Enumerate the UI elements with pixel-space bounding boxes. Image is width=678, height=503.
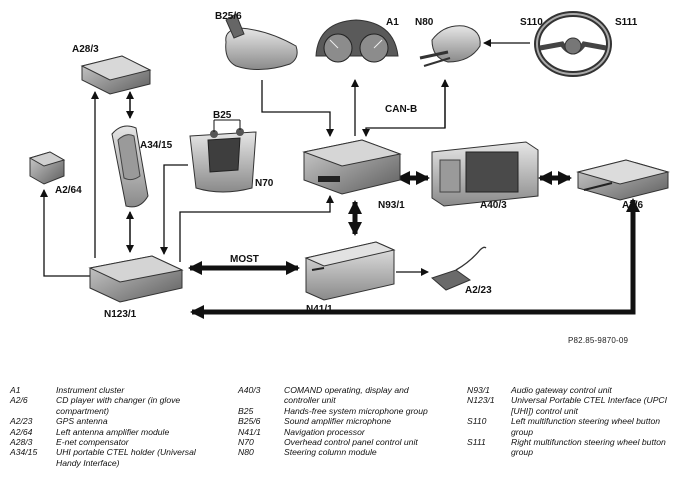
wiring-diagram: B25/6 A1 N80 S110 S111 A28/3 CAN-B B25 A…: [28, 11, 670, 320]
legend-column-2: A40/3 COMAND operating, display and contr…: [238, 385, 434, 458]
component-a2-64: [28, 151, 66, 185]
legend-code: N93/1: [467, 385, 490, 395]
legend-entry: N123/1 Universal Portable CTEL Interface …: [467, 395, 669, 416]
component-a40-3: [431, 141, 539, 207]
label-a34-15: A34/15: [140, 140, 173, 151]
legend-code: A28/3: [10, 437, 33, 448]
legend-entry: A2/23 GPS antenna: [10, 416, 204, 426]
legend-code: N80: [238, 447, 254, 458]
legend-code: A2/64: [10, 426, 33, 437]
legend-entry: A40/3 COMAND operating, display and contr…: [238, 385, 434, 406]
link-n70-n123-1: [160, 164, 188, 255]
legend-entry: N80 Steering column module: [238, 447, 434, 457]
legend-description: Navigation processor: [284, 426, 365, 437]
label-a40-3: A40/3: [480, 200, 507, 211]
legend-code: A2/6: [10, 395, 28, 406]
component-b25-6: [225, 13, 298, 70]
legend-description: Right multifunction steering wheel butto…: [511, 437, 666, 458]
label-a28-3: A28/3: [72, 44, 99, 55]
connection-lines: [40, 39, 530, 277]
legend-entry: S110 Left multifunction steering wheel bu…: [467, 416, 669, 437]
legend-description: Universal Portable CTEL Interface (UPCI …: [511, 395, 668, 416]
legend-code: B25: [238, 405, 254, 416]
label-s110: S110: [520, 17, 543, 28]
component-n93-1: [302, 139, 402, 195]
legend-code: A40/3: [238, 385, 261, 395]
legend-entry: S111 Right multifunction steering wheel b…: [467, 437, 669, 458]
legend-entry: A34/15 UHI portable CTEL holder (Universa…: [10, 447, 204, 468]
label-can-b: CAN-B: [385, 104, 417, 115]
component-n80: [419, 25, 481, 67]
link-n123-1-n93-1: [179, 195, 334, 262]
component-a2-23: [431, 246, 487, 291]
label-n70: N70: [255, 178, 274, 189]
legend-description: GPS antenna: [56, 416, 108, 427]
legend-entry: N93/1 Audio gateway control unit: [467, 385, 669, 395]
label-a2-23: A2/23: [465, 285, 492, 296]
legend-entry: A2/64 Left antenna amplifier module: [10, 427, 204, 437]
legend-entry: A28/3 E-net compensator: [10, 437, 204, 447]
label-a2-64: A2/64: [55, 185, 82, 196]
legend-entry: N41/1 Navigation processor: [238, 427, 434, 437]
legend-description: COMAND operating, display and controller…: [284, 385, 409, 406]
legend-code: B25/6: [238, 416, 261, 427]
legend-entry: B25 Hands-free system microphone group: [238, 406, 434, 416]
legend-description: Instrument cluster: [56, 385, 125, 395]
label-b25: B25: [213, 110, 232, 121]
legend-entry: A1 Instrument cluster: [10, 385, 204, 395]
legend-description: Audio gateway control unit: [511, 385, 612, 395]
component-steering-wheel: [534, 11, 612, 77]
legend-description: Hands-free system microphone group: [284, 405, 428, 416]
label-n41-1: N41/1: [306, 304, 333, 315]
label-n80: N80: [415, 17, 434, 28]
legend-code: N123/1: [467, 395, 495, 406]
legend-entry: A2/6 CD player with changer (in glove com…: [10, 395, 204, 416]
legend-description: CD player with changer (in glove compart…: [56, 395, 181, 416]
component-n41-1: [304, 241, 396, 301]
legend-description: Overhead control panel control unit: [284, 437, 418, 448]
legend-description: UHI portable CTEL holder (Universal Hand…: [56, 447, 196, 468]
legend-entry: N70 Overhead control panel control unit: [238, 437, 434, 447]
bus-arrows: [188, 171, 640, 319]
label-a2-6: A2/6: [622, 200, 644, 211]
component-a34-15: [111, 125, 149, 208]
legend-code: N41/1: [238, 426, 261, 437]
legend-description: Left multifunction steering wheel button…: [511, 416, 661, 437]
legend-description: Steering column module: [284, 447, 377, 458]
link-b25-6-n93-1: [261, 80, 334, 137]
legend-code: A34/15: [10, 447, 38, 458]
component-n123-1: [88, 255, 184, 303]
legend-entry: B25/6 Sound amplifier microphone: [238, 416, 434, 426]
legend-code: S110: [467, 416, 487, 427]
component-a1: [315, 19, 399, 63]
link-a2-64-n123-1: [40, 189, 90, 277]
legend-code: N70: [238, 437, 254, 448]
label-s111: S111: [615, 17, 638, 28]
component-n70: [189, 119, 257, 193]
label-b25-6: B25/6: [215, 11, 242, 22]
label-n93-1: N93/1: [378, 200, 405, 211]
legend-code: S111: [467, 437, 486, 448]
component-a2-6: [576, 159, 670, 201]
legend-description: E-net compensator: [56, 437, 129, 448]
component-a28-3: [80, 55, 152, 95]
legend-code: A1: [10, 385, 21, 395]
label-most: MOST: [230, 254, 259, 265]
reference-number: P82.85-9870-09: [568, 336, 629, 345]
legend-description: Left antenna amplifier module: [56, 426, 170, 437]
label-a1: A1: [386, 17, 399, 28]
legend-description: Sound amplifier microphone: [284, 416, 392, 427]
label-n123-1: N123/1: [104, 309, 137, 320]
legend-code: A2/23: [10, 416, 33, 427]
